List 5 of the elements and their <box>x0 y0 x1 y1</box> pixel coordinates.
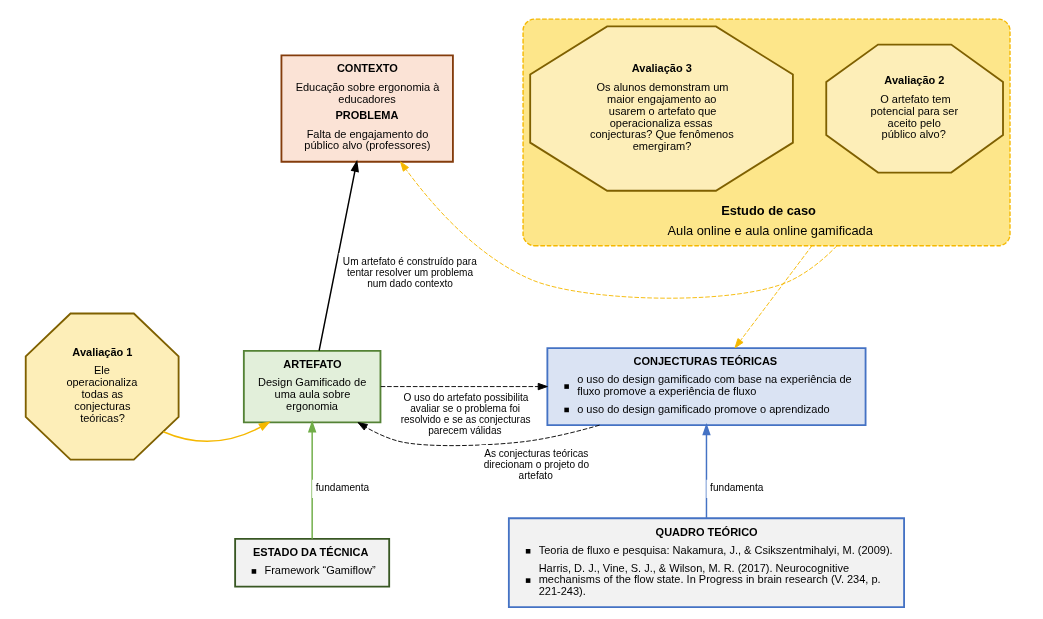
edge-label: As conjecturas teóricas direcionam o projeto do artefato <box>483 447 590 481</box>
edge-label: fundamenta <box>710 482 764 494</box>
edge-label: fundamenta <box>315 482 370 494</box>
edge-label: O uso do artefato possibilita avaliar se o problema foi resolvido e se as conjecturas parecem válidas <box>400 392 531 437</box>
edge-label: Um artefato é construído para tentar resolver um problema num dado contexto <box>342 255 477 289</box>
